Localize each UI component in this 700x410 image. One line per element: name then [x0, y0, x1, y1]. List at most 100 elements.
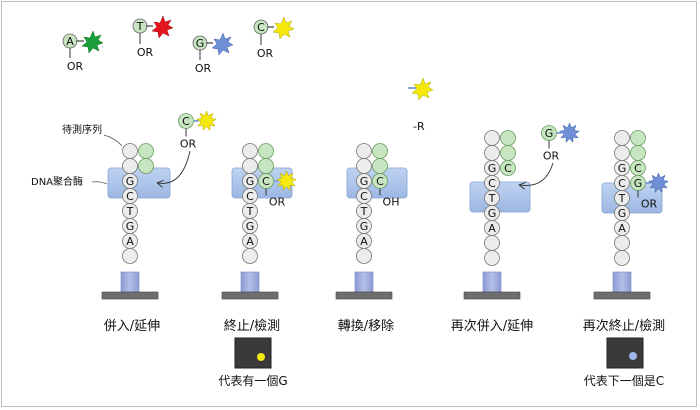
template-base-g: G	[360, 220, 369, 233]
anchor-post	[612, 271, 632, 293]
detector-screen	[234, 337, 272, 369]
anchor-post	[482, 271, 502, 293]
paired-nucleotide	[258, 143, 274, 159]
added-chain-or: OR	[269, 196, 286, 209]
blue-dye-icon	[211, 32, 234, 56]
stage-1-label: 併入/延伸	[104, 319, 160, 334]
base-plate	[101, 291, 159, 300]
incoming-blue-dye-icon	[559, 122, 580, 144]
template-base-g: G	[488, 162, 497, 175]
template-base-a: A	[360, 235, 368, 248]
template-base-g: G	[488, 207, 497, 220]
legend-nucleotide-c: C OR	[253, 16, 295, 60]
template-nucleotide	[484, 130, 500, 146]
yellow-dye-icon	[272, 16, 295, 40]
incoming-yellow-dye-icon	[196, 110, 217, 132]
paired-base-c: C	[504, 162, 512, 175]
paired-nucleotide	[258, 158, 274, 174]
yellow-dye-icon	[276, 170, 297, 192]
stage-2-label: 終止/檢測	[224, 318, 280, 334]
template-base-c: C	[618, 177, 626, 190]
template-base-g: G	[246, 175, 255, 188]
template-base-g: G	[126, 220, 135, 233]
legend-base-t: T	[136, 20, 144, 33]
legend-base-c: C	[257, 21, 265, 34]
template-base-g: G	[126, 175, 135, 188]
template-nucleotide	[242, 248, 258, 264]
template-nucleotide	[356, 143, 372, 159]
legend-nucleotide-t: T OR	[132, 15, 174, 59]
template-base-t: T	[488, 192, 496, 205]
template-nucleotide	[122, 248, 138, 264]
template-base-c: C	[246, 190, 254, 203]
anchor-post	[354, 271, 374, 293]
template-nucleotide	[614, 235, 630, 251]
template-base-g: G	[246, 220, 255, 233]
anchor-post	[240, 271, 260, 293]
incorporation-arrow	[520, 162, 554, 186]
template-nucleotide	[356, 158, 372, 174]
stage-5-label: 再次終止/檢測	[583, 318, 665, 334]
template-nucleotide	[484, 235, 500, 251]
base-plate	[221, 291, 279, 300]
red-dye-icon	[151, 15, 174, 39]
cleaved-group-label: -R	[413, 120, 425, 133]
legend-chain-t: OR	[137, 46, 154, 59]
template-base-c: C	[360, 190, 368, 203]
template-base-g: G	[360, 175, 369, 188]
blue-dye-icon	[648, 172, 669, 194]
template-base-c: C	[488, 177, 496, 190]
added-base-g: G	[634, 177, 643, 190]
paired-nucleotide	[372, 143, 388, 159]
anchor-post	[120, 271, 140, 293]
paired-nucleotide	[500, 160, 516, 176]
paired-nucleotide	[138, 143, 154, 159]
incoming-chain-or: OR	[543, 150, 560, 163]
template-base-a: A	[618, 222, 626, 235]
detector-screen-2	[606, 337, 644, 369]
template-base-t: T	[618, 192, 626, 205]
template-nucleotide	[614, 250, 630, 266]
legend-chain-c: OR	[257, 47, 274, 60]
template-nucleotide	[356, 248, 372, 264]
paired-base-c: C	[634, 162, 642, 175]
template-strand-label: 待測序列	[62, 123, 102, 136]
template-base-t: T	[360, 205, 368, 218]
detection-2-label: 代表下一個是C	[584, 374, 664, 388]
incoming-base-c: C	[182, 115, 190, 128]
paired-nucleotide	[630, 130, 646, 146]
detection-panel-2: 代表下一個是C	[584, 337, 664, 388]
base-plate	[335, 291, 393, 300]
paired-nucleotide	[372, 158, 388, 174]
cleaved-dye-group: -R	[408, 77, 434, 133]
template-base-g: G	[618, 162, 627, 175]
incoming-base-g: G	[545, 127, 554, 140]
legend-base-g: G	[196, 37, 205, 50]
dna-polymerase	[469, 181, 531, 213]
incorporation-arrow	[158, 150, 191, 183]
template-nucleotide	[484, 145, 500, 161]
template-base-c: C	[126, 190, 134, 203]
stages-group: GCTGACORGCTGACORGCTGACOHGCTGACGORGCTGACG…	[101, 110, 669, 300]
added-base-c: C	[262, 175, 270, 188]
stage-4-label: 再次併入/延伸	[451, 318, 533, 334]
template-nucleotide	[122, 158, 138, 174]
detection-panel-1: 代表有一個G	[218, 337, 288, 388]
paired-nucleotide	[138, 158, 154, 174]
legend-chain-a: OR	[67, 60, 84, 73]
legend-nucleotide-a: A OR	[62, 30, 104, 73]
legend-base-a: A	[66, 35, 74, 48]
incoming-chain-or: OR	[180, 138, 197, 151]
template-nucleotide	[614, 130, 630, 146]
template-nucleotide	[242, 158, 258, 174]
legend-chain-g: OR	[195, 62, 212, 75]
template-base-g: G	[618, 207, 627, 220]
template-nucleotide	[242, 143, 258, 159]
base-plate	[593, 291, 651, 300]
